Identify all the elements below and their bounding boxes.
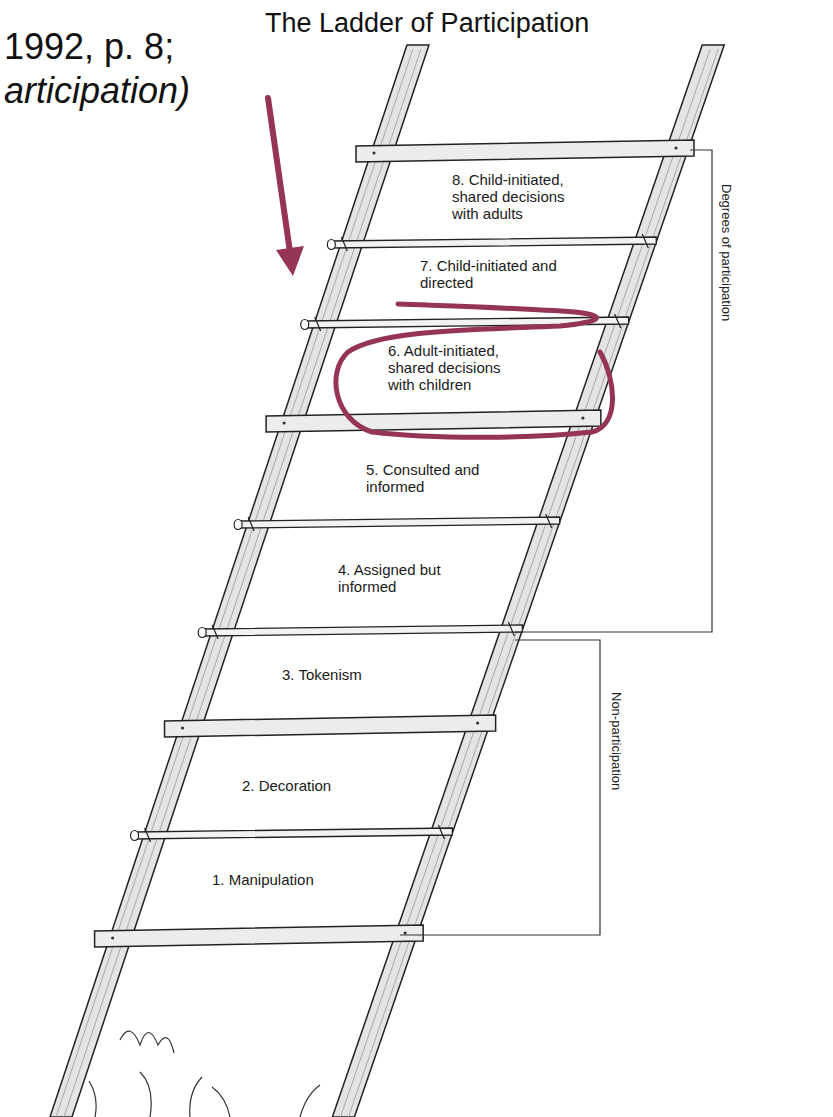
ladder-rung <box>331 237 656 248</box>
rope-lashing <box>341 234 648 251</box>
bracket-label: Non-participation <box>609 692 624 790</box>
ladder-plank <box>95 925 424 947</box>
ladder-rung-space: 3. Tokenism <box>282 667 424 684</box>
nail <box>674 146 677 149</box>
nail <box>181 726 184 729</box>
annotation-arrowhead <box>276 246 304 276</box>
rung-peg <box>301 320 309 330</box>
ladder-rail <box>332 45 724 1117</box>
ladder-plank <box>266 410 601 432</box>
citation-text: articipation) <box>4 70 190 112</box>
nail <box>111 936 114 939</box>
ladder-rung-space: 4. Assigned but informed <box>338 562 480 596</box>
rung-label: 6. Adult-initiated, shared decisions wit… <box>388 343 530 393</box>
rung-label: 7. Child-initiated and directed <box>420 258 562 292</box>
rung-label: 5. Consulted and informed <box>366 462 508 496</box>
rope-lashing <box>248 514 552 531</box>
rung-label: 4. Assigned but informed <box>338 562 480 596</box>
ladder-rung-space: 1. Manipulation <box>212 872 354 889</box>
ladder-rung-space: 5. Consulted and informed <box>366 462 508 496</box>
ladder-rung-space: 2. Decoration <box>242 778 384 795</box>
rung-label: 3. Tokenism <box>282 667 424 684</box>
rung-label: 1. Manipulation <box>212 872 354 889</box>
bracket-label: Degrees of participation <box>719 184 734 321</box>
ladder-rung-space: 6. Adult-initiated, shared decisions wit… <box>388 343 530 393</box>
nail <box>404 931 407 934</box>
nail <box>581 416 584 419</box>
ladder-plank <box>165 715 496 737</box>
rung-label: 2. Decoration <box>242 778 384 795</box>
annotation-circle <box>336 304 613 437</box>
wood-grain <box>348 49 718 1117</box>
ladder-rung <box>238 517 560 528</box>
annotation-arrow <box>268 98 290 252</box>
bracket <box>400 640 600 935</box>
rung-peg <box>327 240 335 250</box>
nail <box>476 721 479 724</box>
grass-scribble <box>89 1031 320 1117</box>
rung-peg <box>234 520 242 530</box>
ladder-plank <box>356 140 694 162</box>
ladder-rung <box>202 625 522 636</box>
rung-peg <box>198 628 206 638</box>
nail <box>372 151 375 154</box>
diagram-title: The Ladder of Participation <box>262 8 592 39</box>
citation-text: 1992, p. 8; <box>4 26 174 68</box>
rope-lashing <box>145 825 445 842</box>
rung-label: 8. Child-initiated, shared decisions wit… <box>452 172 594 222</box>
rope-lashing <box>212 622 514 639</box>
ladder-rung-space: 8. Child-initiated, shared decisions wit… <box>452 172 594 222</box>
ladder-rung <box>135 828 453 839</box>
nail <box>282 421 285 424</box>
rung-peg <box>131 831 139 841</box>
ladder-rung-space: 7. Child-initiated and directed <box>420 258 562 292</box>
